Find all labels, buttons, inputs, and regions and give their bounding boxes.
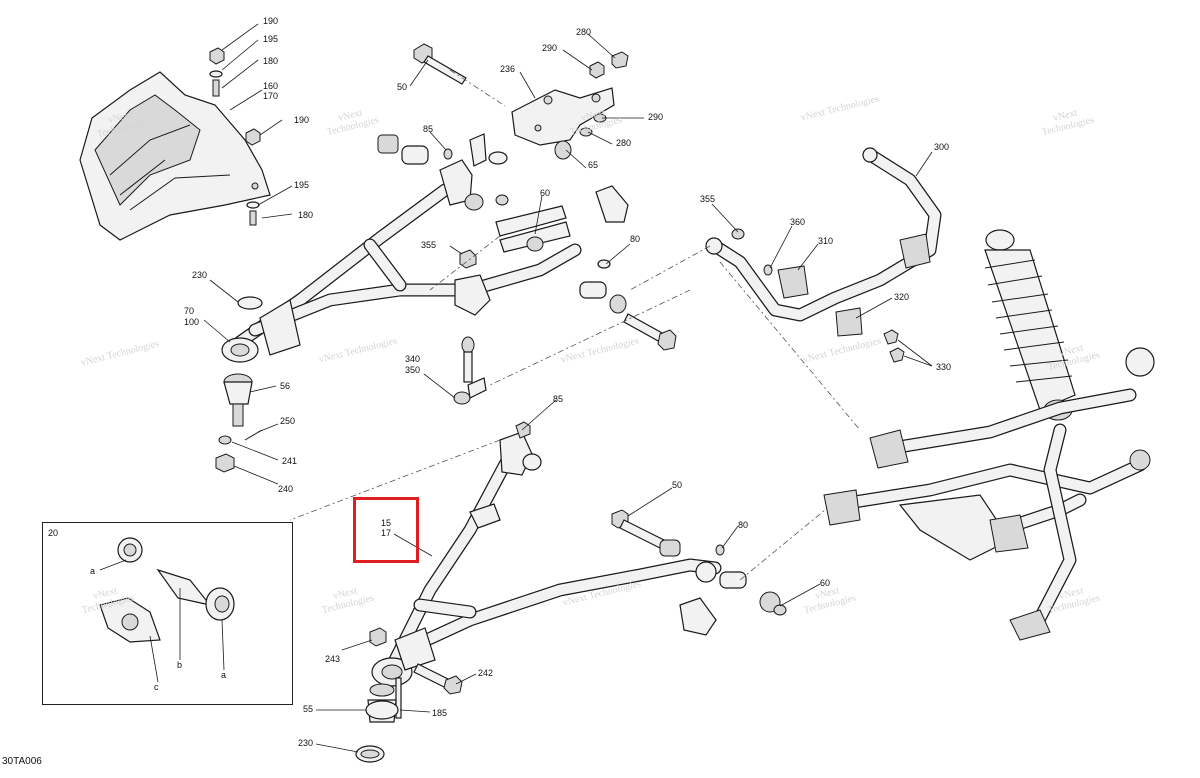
assembled-lower-arms	[823, 347, 1155, 641]
bushing-kit-inset	[42, 522, 293, 705]
skid-plate-fasteners	[209, 47, 261, 226]
part-callout[interactable]: 230	[298, 738, 314, 748]
part-callout[interactable]: 100	[184, 317, 200, 327]
part-callout[interactable]: 330	[936, 362, 952, 372]
part-callout[interactable]: 310	[818, 236, 834, 246]
part-callout[interactable]: 290	[542, 43, 558, 53]
part-callout[interactable]: 240	[278, 484, 294, 494]
part-callout[interactable]: 190	[294, 115, 310, 125]
frame-bracket	[511, 51, 629, 160]
highlighted-part-box[interactable]	[353, 497, 419, 563]
part-callout[interactable]: 280	[576, 27, 592, 37]
part-callout[interactable]: 70	[184, 306, 195, 316]
leader-lines	[99, 23, 933, 753]
part-callout[interactable]: 340	[405, 354, 421, 364]
part-callout[interactable]: 180	[298, 210, 314, 220]
part-callout[interactable]: 290	[648, 112, 664, 122]
lower-a-arm	[371, 431, 722, 687]
inset-letter: a	[221, 670, 227, 680]
inset-bushing-parts	[99, 537, 235, 643]
part-callout[interactable]: 56	[280, 381, 291, 391]
part-callout[interactable]: 350	[405, 365, 421, 375]
lower-arm-hardware	[369, 421, 787, 719]
diagram-code: 30TA006	[2, 756, 42, 767]
upper-a-arm	[221, 159, 582, 363]
inset-letter: b	[177, 660, 183, 670]
part-callout[interactable]: 250	[280, 416, 296, 426]
part-callout[interactable]: 195	[263, 34, 279, 44]
skid-plate	[79, 71, 271, 241]
sway-bar	[705, 147, 942, 363]
sway-bar-link	[453, 336, 487, 405]
part-callout[interactable]: 160	[263, 81, 279, 91]
part-callout[interactable]: 170	[263, 91, 279, 101]
part-callout[interactable]: 236	[500, 64, 516, 74]
part-callout[interactable]: 80	[630, 234, 641, 244]
part-callout[interactable]: 60	[540, 188, 551, 198]
inset-letter: c	[154, 682, 159, 692]
assembly-reference-lines	[289, 69, 861, 581]
arm-bracket-plates	[495, 185, 629, 269]
part-callout[interactable]: 80	[738, 520, 749, 530]
highlight-callout: 15	[381, 518, 392, 528]
shock-absorber	[984, 229, 1076, 421]
part-callout[interactable]: 241	[282, 456, 298, 466]
part-callout[interactable]: 320	[894, 292, 910, 302]
part-callout[interactable]: 230	[192, 270, 208, 280]
part-callout[interactable]: 280	[616, 138, 632, 148]
part-callout[interactable]: 300	[934, 142, 950, 152]
upper-arm-rear-bolt	[459, 249, 677, 351]
part-callout[interactable]: 190	[263, 16, 279, 26]
part-callout[interactable]: 243	[325, 654, 341, 664]
inset-callout: 20	[48, 528, 59, 538]
part-callout[interactable]: 50	[672, 480, 683, 490]
part-callout[interactable]: 355	[700, 194, 716, 204]
upper-arm-bolt	[413, 43, 467, 85]
part-callout[interactable]: 360	[790, 217, 806, 227]
upper-ball-joint	[215, 296, 263, 473]
part-callout[interactable]: 50	[397, 82, 408, 92]
inset-letter: a	[90, 566, 96, 576]
upper-arm-bushings	[377, 133, 509, 211]
part-callout[interactable]: 355	[421, 240, 437, 250]
part-callout[interactable]: 185	[432, 708, 448, 718]
part-callout[interactable]: 180	[263, 56, 279, 66]
part-callout[interactable]: 195	[294, 180, 310, 190]
part-callout[interactable]: 242	[478, 668, 494, 678]
part-callout[interactable]: 65	[588, 160, 599, 170]
highlight-callout: 17	[381, 528, 392, 538]
part-callout[interactable]: 60	[820, 578, 831, 588]
lower-ball-joint	[355, 683, 399, 763]
part-callout[interactable]: 85	[553, 394, 564, 404]
part-callout[interactable]: 85	[423, 124, 434, 134]
part-callout[interactable]: 55	[303, 704, 314, 714]
